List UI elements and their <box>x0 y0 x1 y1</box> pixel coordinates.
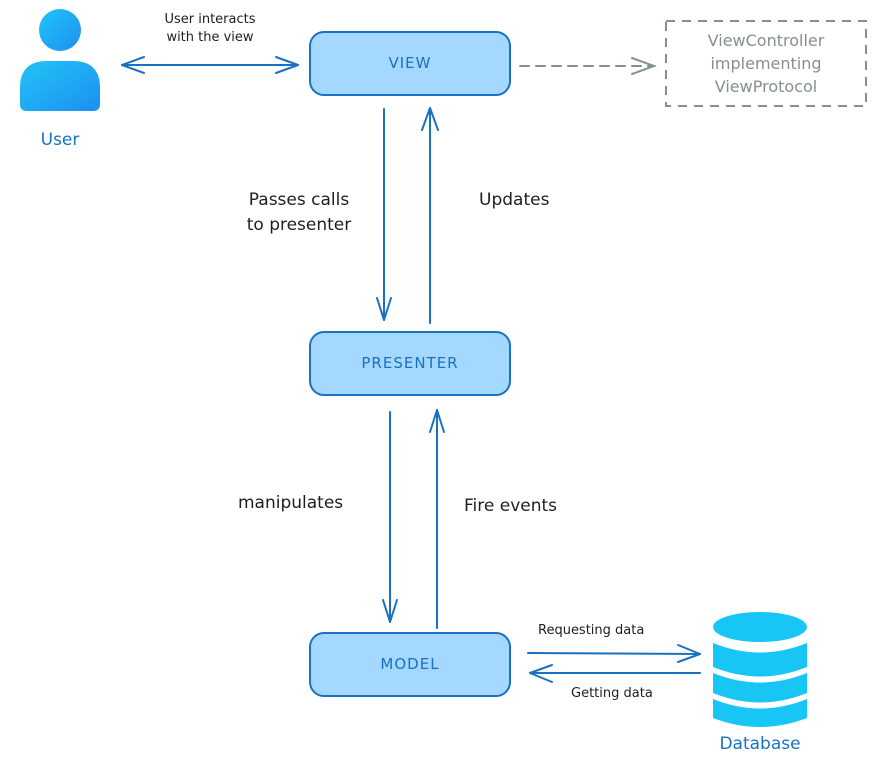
view-controller-line-1: ViewController <box>707 31 825 50</box>
view-controller-line-3: ViewProtocol <box>714 77 818 96</box>
database-label: Database <box>719 734 801 754</box>
model-to-database-arrow[interactable] <box>527 644 701 663</box>
view-node[interactable] <box>309 31 511 96</box>
database-icon[interactable] <box>713 612 807 727</box>
view-to-presenter-label: Passes calls to presenter <box>232 188 366 238</box>
view-to-controller-dashed-arrow[interactable] <box>519 57 657 75</box>
user-view-edge-label: User interacts with the view <box>140 11 280 47</box>
view-controller-label: ViewController implementing ViewProtocol <box>666 29 866 98</box>
view-to-presenter-arrow[interactable] <box>376 108 392 321</box>
presenter-to-model-arrow[interactable] <box>382 411 398 623</box>
database-to-model-label: Getting data <box>571 686 653 701</box>
presenter-to-view-arrow[interactable] <box>421 107 439 324</box>
model-to-database-label: Requesting data <box>538 623 645 638</box>
view-to-presenter-line-1: Passes calls <box>248 190 350 210</box>
model-node[interactable] <box>309 632 511 697</box>
presenter-node[interactable] <box>309 331 511 396</box>
user-icon[interactable] <box>20 9 100 111</box>
model-node-label: MODEL <box>380 655 440 673</box>
database-to-model-arrow[interactable] <box>529 664 701 683</box>
presenter-node-label: PRESENTER <box>361 354 459 372</box>
view-to-presenter-line-2: to presenter <box>246 215 352 235</box>
model-to-presenter-arrow[interactable] <box>429 409 445 629</box>
user-view-arrow[interactable] <box>121 56 299 74</box>
model-to-presenter-label: Fire events <box>464 496 558 516</box>
user-view-edge-line-2: with the view <box>166 30 254 45</box>
user-label: User <box>40 130 80 150</box>
view-controller-line-2: implementing <box>710 54 822 73</box>
view-controller-node[interactable] <box>665 20 867 107</box>
view-node-label: VIEW <box>388 54 432 72</box>
user-view-edge-line-1: User interacts <box>164 12 256 27</box>
presenter-to-model-label: manipulates <box>238 493 344 513</box>
presenter-to-view-label: Updates <box>479 190 550 210</box>
